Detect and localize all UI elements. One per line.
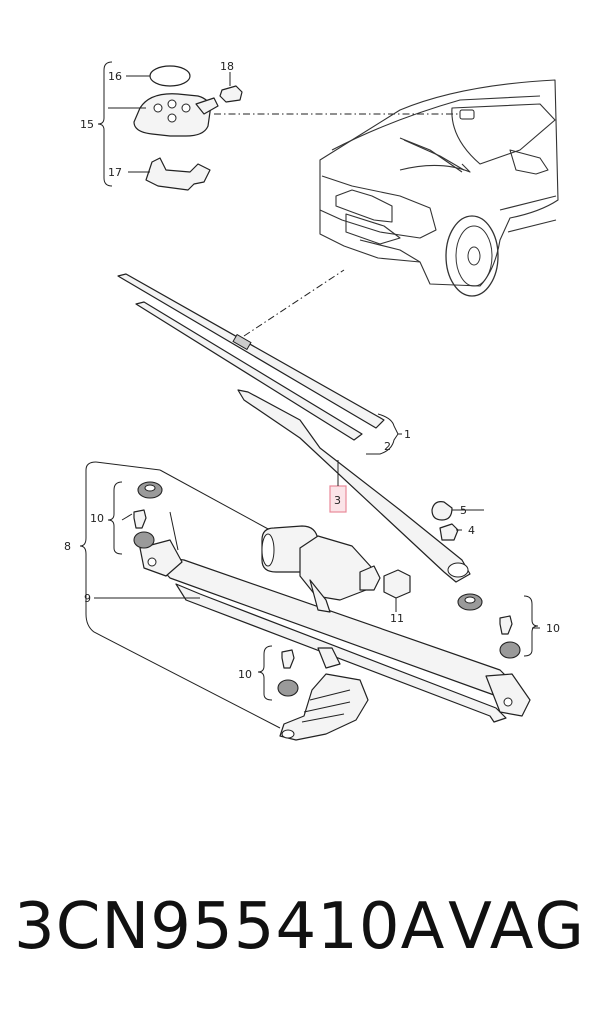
- callout-16: 16: [108, 70, 122, 83]
- vehicle-illustration: [319, 79, 559, 297]
- callout-8: 8: [64, 540, 71, 553]
- wiper-rubber: [135, 301, 363, 441]
- seal-ring: [149, 65, 191, 87]
- sensor-bracket: [145, 157, 211, 191]
- callout-18: 18: [220, 60, 234, 73]
- wiper-blade: [117, 273, 385, 429]
- wiper-blade-group: [117, 269, 402, 455]
- hex-nut: [439, 523, 459, 541]
- sensor-connector: [219, 85, 243, 103]
- motor-linkage-group: [79, 461, 539, 741]
- callout-15: 15: [80, 118, 94, 131]
- motor-connector: [359, 565, 381, 591]
- callout-10-bottom: 10: [238, 668, 252, 681]
- wiper-arm-group: [237, 389, 471, 583]
- cover-cap: [431, 501, 453, 521]
- callout-17: 17: [108, 166, 122, 179]
- footer: 3CN955410A VAG: [0, 890, 600, 990]
- bolt: [133, 509, 147, 529]
- callout-9: 9: [84, 592, 91, 605]
- callout-11: 11: [390, 612, 404, 625]
- callout-4: 4: [468, 524, 475, 537]
- callout-10-right: 10: [546, 622, 560, 635]
- rain-sensor-group: [97, 61, 466, 191]
- callout-2: 2: [384, 440, 391, 453]
- callout-3: 3: [334, 494, 341, 507]
- brand-label: VAG: [448, 890, 586, 964]
- callout-1: 1: [404, 428, 411, 441]
- damper: [133, 531, 155, 549]
- rubber-buffer: [383, 569, 411, 599]
- part-number: 3CN955410A: [14, 890, 446, 964]
- callout-10-left: 10: [90, 512, 104, 525]
- wiper-assembly-diagram: 16 18 15 17 1 2 3 5 4 10 8 9 11 10 10: [64, 60, 560, 741]
